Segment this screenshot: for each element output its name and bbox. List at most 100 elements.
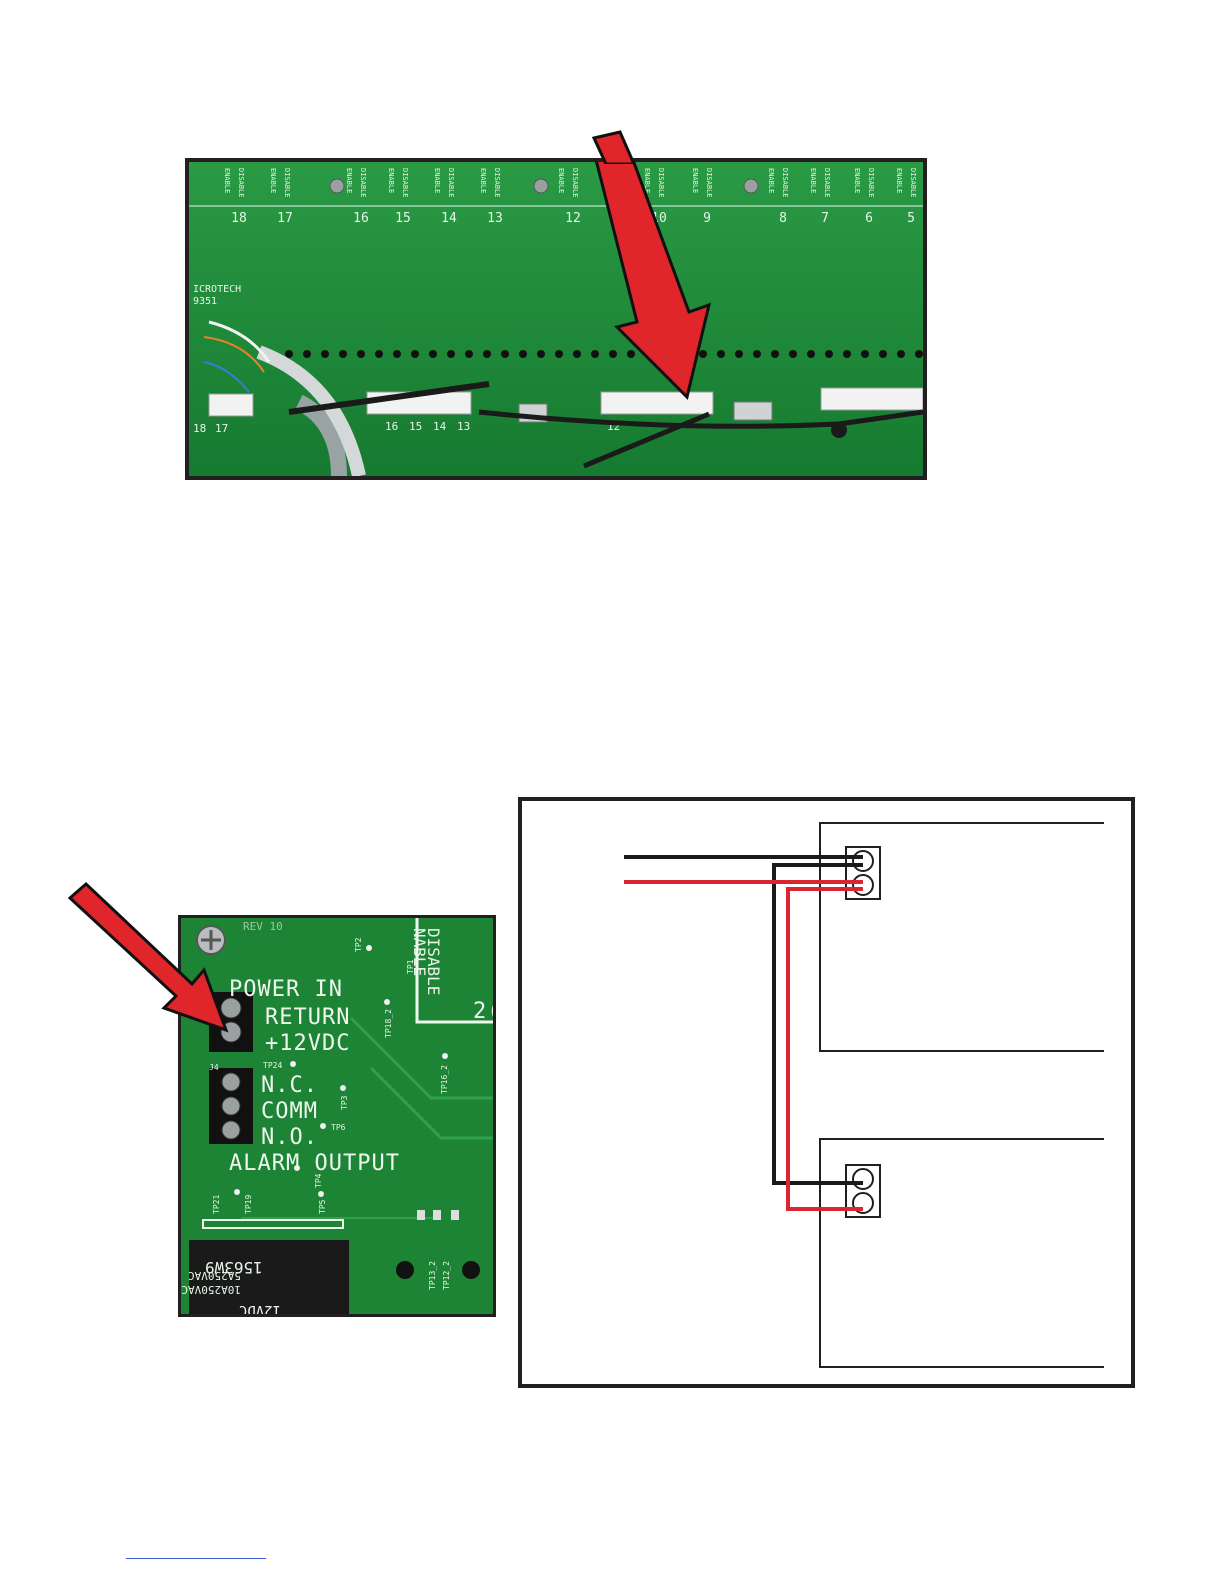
led-dot bbox=[393, 350, 401, 358]
channel-label-row: 18 ENABLE DISABLE 17 ENABLE DISABLE 16 ENABLE DI… bbox=[189, 168, 923, 226]
red-arrow-tail-icon bbox=[591, 130, 636, 164]
red-arrow-icon bbox=[67, 881, 229, 1033]
led-dot bbox=[321, 350, 329, 358]
device-box-bottom bbox=[819, 1138, 1104, 1368]
screw-icon bbox=[533, 178, 549, 194]
led-dot bbox=[879, 350, 887, 358]
channel-number-label: 17 bbox=[277, 211, 293, 226]
disable-vertical-text: DISABLE bbox=[424, 928, 443, 995]
power-board-illustration: DISABLE NABLE 2( REV 10 POWER IN RETURN … bbox=[181, 918, 493, 1314]
led-dot bbox=[699, 350, 707, 358]
top-board-photo: 18 ENABLE DISABLE 17 ENABLE DISABLE 16 ENABLE DI… bbox=[185, 158, 927, 480]
disable-label: DISABLE bbox=[909, 168, 917, 198]
channel-number-label: 7 bbox=[821, 211, 829, 226]
tp-label: TP18_2 bbox=[384, 1009, 393, 1038]
screw-icon bbox=[743, 178, 759, 194]
connector-label: 17 bbox=[215, 422, 228, 435]
led-dot bbox=[591, 350, 599, 358]
enable-label: ENABLE bbox=[223, 168, 231, 193]
alarm-output-label: ALARM OUTPUT bbox=[229, 1151, 400, 1176]
no-label: N.O. bbox=[261, 1125, 318, 1150]
channel-number-label: 5 bbox=[907, 211, 915, 226]
disable-label: DISABLE bbox=[867, 168, 875, 198]
connector-label: 16 bbox=[385, 420, 398, 433]
enable-label: ENABLE bbox=[809, 168, 817, 193]
led-dot bbox=[807, 350, 815, 358]
tp-label: TP2 bbox=[354, 937, 363, 952]
led-dot bbox=[285, 350, 293, 358]
channel-number-label: 6 bbox=[865, 211, 873, 226]
rev-text: REV 10 bbox=[243, 920, 283, 933]
tp-label: TP1 bbox=[406, 959, 415, 974]
enable-label: ENABLE bbox=[345, 168, 353, 193]
disable-label: DISABLE bbox=[571, 168, 579, 198]
terminal-block-top bbox=[845, 846, 881, 900]
return-label: RETURN bbox=[265, 1005, 350, 1030]
channel-number-label: 12 bbox=[565, 211, 581, 226]
disable-label: DISABLE bbox=[447, 168, 455, 198]
tp-label: TP6 bbox=[331, 1123, 346, 1132]
zip-tie bbox=[583, 411, 710, 469]
j4-label: J4 bbox=[209, 1063, 219, 1072]
led-dot bbox=[519, 350, 527, 358]
enable-label: ENABLE bbox=[853, 168, 861, 193]
enable-label: ENABLE bbox=[691, 168, 699, 193]
led-dot bbox=[717, 350, 725, 358]
comm-label: COMM bbox=[261, 1099, 318, 1124]
enable-label: ENABLE bbox=[479, 168, 487, 193]
enable-label: ENABLE bbox=[387, 168, 395, 193]
relay-voltage-text: 12VDC bbox=[239, 1302, 281, 1314]
channel-number-label: 18 bbox=[231, 211, 247, 226]
led-dot bbox=[537, 350, 545, 358]
tp-label: TP24 bbox=[263, 1061, 282, 1070]
white-cable bbox=[256, 345, 366, 476]
connector-label: 13 bbox=[457, 420, 470, 433]
red-arrow-icon bbox=[595, 162, 712, 400]
disable-label: DISABLE bbox=[823, 168, 831, 198]
channel-number-label: 13 bbox=[487, 211, 503, 226]
connector-label: 14 bbox=[433, 420, 447, 433]
channel-number-label: 9 bbox=[703, 211, 711, 226]
led-dot bbox=[483, 350, 491, 358]
relay-component: 1563W9 5A250VAC 10A250VAC 12VDC bbox=[181, 1240, 349, 1314]
led-dot bbox=[303, 350, 311, 358]
led-dot bbox=[339, 350, 347, 358]
tp-label: TP21 bbox=[212, 1195, 221, 1214]
connector-block bbox=[820, 387, 923, 411]
led-dot bbox=[447, 350, 455, 358]
enable-label: ENABLE bbox=[895, 168, 903, 193]
wiring-diagram bbox=[518, 797, 1135, 1388]
footer-link-underline[interactable] bbox=[126, 1558, 266, 1559]
board-number-text: 2( bbox=[473, 999, 493, 1024]
enable-label: ENABLE bbox=[557, 168, 565, 193]
tp-label: TP5 bbox=[318, 1199, 327, 1214]
zip-tie bbox=[478, 409, 923, 429]
power-in-label: POWER IN bbox=[229, 977, 343, 1002]
led-dot bbox=[735, 350, 743, 358]
connector-label: 15 bbox=[409, 420, 422, 433]
connector-block-target bbox=[600, 391, 714, 415]
board-part-text: 9351 bbox=[193, 296, 217, 307]
disable-label: DISABLE bbox=[493, 168, 501, 198]
led-dot bbox=[861, 350, 869, 358]
led-dot bbox=[375, 350, 383, 358]
device-box-top bbox=[819, 822, 1104, 1052]
enable-label: ENABLE bbox=[269, 168, 277, 193]
disable-label: DISABLE bbox=[359, 168, 367, 198]
disable-label: DISABLE bbox=[401, 168, 409, 198]
relay-rating-text: 5A250VAC bbox=[188, 1269, 241, 1282]
led-dot bbox=[411, 350, 419, 358]
led-dot bbox=[771, 350, 779, 358]
disable-label: DISABLE bbox=[237, 168, 245, 198]
led-dot bbox=[915, 350, 923, 358]
power-terminal-photo: DISABLE NABLE 2( REV 10 POWER IN RETURN … bbox=[178, 915, 496, 1317]
led-dot bbox=[825, 350, 833, 358]
led-dot bbox=[627, 350, 635, 358]
channel-number-label: 14 bbox=[441, 211, 457, 226]
black-jumper-wire bbox=[772, 863, 863, 1185]
channel-number-label: 16 bbox=[353, 211, 369, 226]
disable-label: DISABLE bbox=[781, 168, 789, 198]
tp-label: TP4 bbox=[314, 1173, 323, 1188]
disable-label: DISABLE bbox=[705, 168, 713, 198]
nc-label: N.C. bbox=[261, 1073, 318, 1098]
